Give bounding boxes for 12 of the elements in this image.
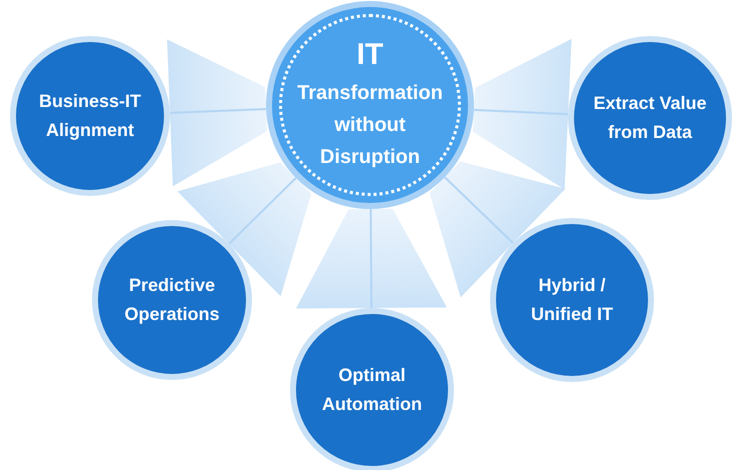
circle-label: Predictive Operations — [123, 274, 221, 326]
circle-label: Hybrid / Unified IT — [530, 274, 614, 326]
connector-line — [370, 208, 372, 308]
circle-label: Optimal Automation — [321, 364, 423, 416]
hub-heading: IT — [356, 37, 384, 73]
circle-label: Business-IT Alignment — [38, 90, 142, 142]
connector-line — [474, 108, 568, 116]
circle-label: Transformation without Disruption — [296, 81, 444, 170]
connector-line — [228, 177, 297, 245]
connector-line — [444, 176, 514, 244]
circle-label: Extract Value from Data — [592, 92, 708, 144]
connector-line — [170, 108, 266, 114]
